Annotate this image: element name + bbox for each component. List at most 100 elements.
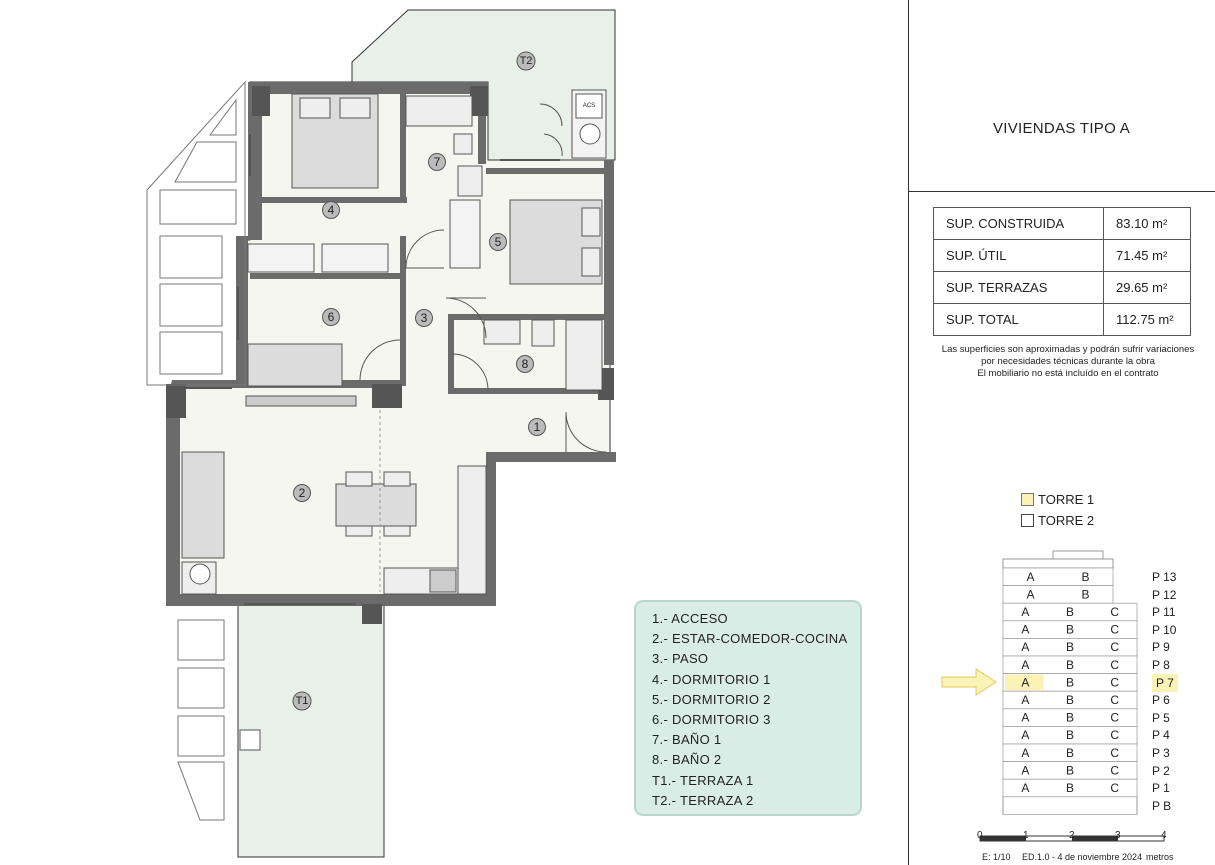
legend-item: 4.- DORMITORIO 1	[652, 671, 771, 687]
checkbox-icon	[1021, 514, 1034, 527]
room-markers: 1 2 3 4 5 6 7 8 T1 T2 ACS	[292, 51, 595, 711]
legend-item: 6.- DORMITORIO 3	[652, 712, 771, 728]
unit-label: A	[1021, 728, 1029, 742]
floor-row	[1002, 585, 1114, 604]
surface-value: 112.75 m²	[1103, 303, 1191, 336]
scale-bar	[979, 835, 1165, 842]
tower-label: TORRE 2	[1038, 513, 1095, 528]
unit-label: A	[1021, 675, 1029, 689]
room-marker-4	[322, 201, 340, 219]
room-marker-7	[428, 153, 446, 171]
acs-label: ACS	[583, 103, 595, 109]
room-marker-2	[293, 484, 311, 502]
room-label-7: 7	[434, 155, 441, 169]
scale-tick: 2	[1069, 830, 1075, 841]
floor-label: P 12	[1152, 587, 1177, 602]
unit-label: C	[1110, 711, 1119, 725]
terrace-1	[237, 604, 385, 858]
scale-tick: 4	[1161, 830, 1167, 841]
floor-label: P 1	[1152, 781, 1170, 796]
unit-label: C	[1110, 781, 1119, 795]
tower-label: TORRE 1	[1038, 492, 1095, 507]
surface-value: 29.65 m²	[1103, 271, 1191, 304]
panel-divider	[908, 0, 909, 865]
legend-item: 5.- DORMITORIO 2	[652, 691, 771, 707]
room-marker-1	[528, 418, 546, 436]
surface-label: SUP. TOTAL	[933, 303, 1104, 336]
floor-label: P 13	[1152, 570, 1177, 584]
room-label-4: 4	[328, 203, 335, 217]
room-label-3: 3	[421, 311, 428, 325]
room-label-8: 8	[522, 357, 529, 371]
floor-label: P 3	[1152, 746, 1170, 760]
surfaces-table: SUP. CONSTRUIDA 83.10 m² SUP. ÚTIL 71.45…	[933, 207, 1191, 336]
unit-label: A	[1021, 693, 1029, 707]
unit-label: B	[1066, 605, 1074, 619]
room-marker-5	[489, 233, 507, 251]
legend-item: 8.- BAÑO 2	[652, 752, 722, 768]
tower-2-option[interactable]: TORRE 2	[1021, 513, 1094, 528]
unit-label: C	[1110, 746, 1119, 760]
unit-label: A	[1021, 711, 1029, 725]
scale-tick: 3	[1115, 830, 1121, 841]
room-label-t1: T1	[296, 695, 309, 707]
scale-tick: 0	[977, 830, 983, 841]
legend-item: 1.- ACCESO	[652, 611, 728, 626]
unit-label: B	[1066, 658, 1074, 672]
surface-value: 83.10 m²	[1103, 207, 1191, 240]
unit-label: B	[1066, 675, 1074, 689]
floor-label: P 2	[1152, 763, 1170, 778]
roof-cap	[1052, 550, 1104, 560]
unit-label: C	[1110, 640, 1119, 654]
unit-label: A	[1026, 570, 1034, 584]
floor-label: P B	[1152, 798, 1172, 813]
unit-label: B	[1066, 781, 1074, 795]
table-row: SUP. CONSTRUIDA 83.10 m²	[933, 207, 1191, 240]
room-label-2: 2	[299, 486, 306, 500]
unit-label: C	[1110, 658, 1119, 672]
room-label-t2: T2	[520, 55, 533, 67]
surface-label: SUP. ÚTIL	[933, 239, 1104, 272]
floor-row	[1002, 796, 1138, 815]
arrow-right-icon	[941, 668, 997, 697]
unit-label: B	[1066, 640, 1074, 654]
note-line: Las superficies son aproximadas y podrán…	[941, 344, 1195, 355]
unit-label: A	[1021, 640, 1029, 654]
unit-label: A	[1021, 746, 1029, 760]
legend-item: 7.- BAÑO 1	[652, 732, 722, 748]
unit-label: C	[1110, 675, 1119, 689]
tower-1-option[interactable]: TORRE 1	[1021, 492, 1094, 507]
floor-label: P 6	[1152, 693, 1170, 708]
room-label-5: 5	[495, 235, 502, 249]
floor-label: P 5	[1152, 710, 1170, 725]
table-row: SUP. TERRAZAS 29.65 m²	[933, 271, 1191, 304]
unit-label: A	[1021, 658, 1029, 672]
unit-label: B	[1081, 570, 1089, 584]
scale-ratio: E: 1/10	[982, 852, 1011, 862]
room-marker-t2	[516, 51, 536, 71]
unit-label: C	[1110, 623, 1119, 637]
room-label-6: 6	[328, 310, 335, 324]
note-line: El mobiliario no está incluído en el con…	[977, 368, 1159, 379]
unit-label: A	[1021, 605, 1029, 619]
unit-label: C	[1110, 728, 1119, 742]
room-marker-8	[516, 355, 534, 373]
unit-label: B	[1066, 746, 1074, 760]
unit-label: B	[1066, 623, 1074, 637]
unit-label: C	[1110, 763, 1119, 777]
floor-label: P 10	[1152, 622, 1177, 637]
room-marker-6	[322, 308, 340, 326]
surface-value: 71.45 m²	[1103, 239, 1191, 272]
unit-label: A	[1021, 781, 1029, 795]
surface-label: SUP. CONSTRUIDA	[933, 207, 1104, 240]
floor-row	[1002, 567, 1114, 586]
room-legend: 1.- ACCESO 2.- ESTAR-COMEDOR-COCINA 3.- …	[634, 600, 862, 816]
table-row: SUP. ÚTIL 71.45 m²	[933, 239, 1191, 272]
floor-label: P 8	[1152, 658, 1170, 672]
unit-label: B	[1066, 693, 1074, 707]
unit-label: C	[1110, 605, 1119, 619]
surface-label: SUP. TERRAZAS	[933, 271, 1104, 304]
checkbox-icon	[1021, 493, 1034, 506]
unit-label: B	[1066, 763, 1074, 777]
